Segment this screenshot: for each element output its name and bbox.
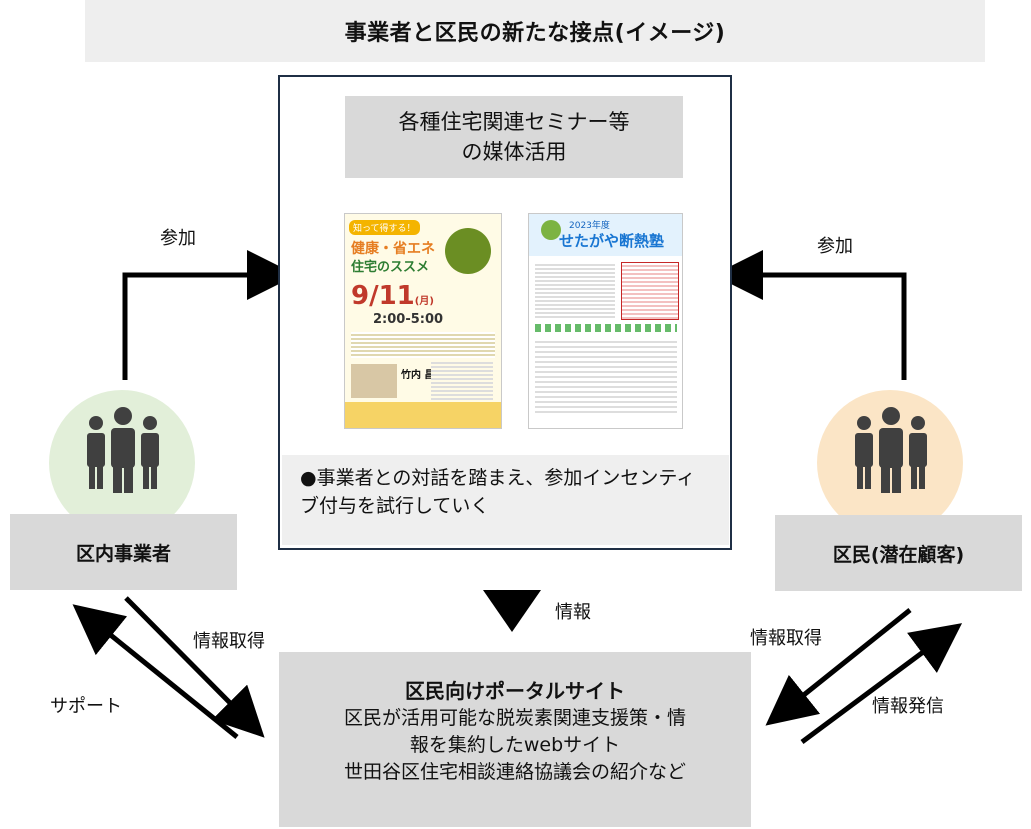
flyer-year: 2023年度 xyxy=(569,221,610,231)
right-participate-label: 参加 xyxy=(817,236,853,257)
flyer-badge xyxy=(445,228,491,274)
flyer-speaker: 竹内 昌義 xyxy=(401,370,445,381)
flyer-time: 2:00-5:00 xyxy=(373,312,444,327)
portal-line-1: 区民が活用可能な脱炭素関連支援策・情 xyxy=(343,707,686,729)
seminar-flyer-left: 知って得する！ 健康・省エネ 住宅のススメ 9/11(月) 2:00-5:00 … xyxy=(344,213,502,429)
flyer-highlight-box xyxy=(621,262,679,320)
people-group-icon xyxy=(855,407,927,493)
flyer-body-text xyxy=(351,332,495,358)
right-info-send-label: 情報発信 xyxy=(872,696,944,717)
flyer-details xyxy=(431,360,493,402)
right-info-send-arrow xyxy=(800,623,963,745)
flyer-speaker-photo xyxy=(351,364,397,398)
left-support-arrow xyxy=(72,604,239,739)
left-participate-label: 参加 xyxy=(160,228,196,249)
left-participate-arrow xyxy=(122,250,297,380)
flyer-body-text xyxy=(535,262,615,318)
people-group-icon xyxy=(87,407,159,493)
seminar-flyer-right: 2023年度 せたがや断熱塾 xyxy=(528,213,683,429)
flyer-schedule xyxy=(535,338,677,414)
portal-line-2: 報を集約したwebサイト xyxy=(409,734,621,756)
flyer-globe-icon xyxy=(541,220,561,240)
incentive-note: ●事業者との対話を踏まえ、参加インセンティブ付与を試行していく xyxy=(282,455,729,545)
left-actor-label: 区内事業者 xyxy=(10,514,237,590)
left-info-get-arrow xyxy=(124,596,265,738)
portal-line-3: 世田谷区住宅相談連絡協議会の紹介など xyxy=(343,761,686,783)
flyer-tag: 知って得する！ xyxy=(349,220,420,235)
portal-site-box: 区民向けポータルサイト 区民が活用可能な脱炭素関連支援策・情 報を集約したweb… xyxy=(279,652,751,827)
right-info-get-arrow xyxy=(765,608,912,726)
flyer-headline: せたがや断熱塾 xyxy=(559,232,665,250)
flyer-headline: 健康・省エネ xyxy=(351,241,435,257)
flyer-footer xyxy=(345,402,501,428)
diagram-title: 事業者と区民の新たな接点(イメージ) xyxy=(85,0,985,62)
right-info-get-label: 情報取得 xyxy=(750,628,822,649)
flyer-tree-row xyxy=(535,324,677,332)
left-support-label: サポート xyxy=(50,696,122,717)
left-info-get-label: 情報取得 xyxy=(193,631,265,652)
right-actor-label: 区民(潜在顧客) xyxy=(775,515,1022,591)
flyer-date: 9/11(月) xyxy=(351,281,434,311)
flyer-subheadline: 住宅のススメ xyxy=(351,260,430,275)
portal-title: 区民向けポータルサイト xyxy=(405,679,625,703)
seminar-media-box: 各種住宅関連セミナー等 の媒体活用 xyxy=(345,96,683,178)
info-down-triangle xyxy=(483,590,541,632)
right-participate-arrow xyxy=(713,250,907,380)
info-label: 情報 xyxy=(555,602,591,623)
